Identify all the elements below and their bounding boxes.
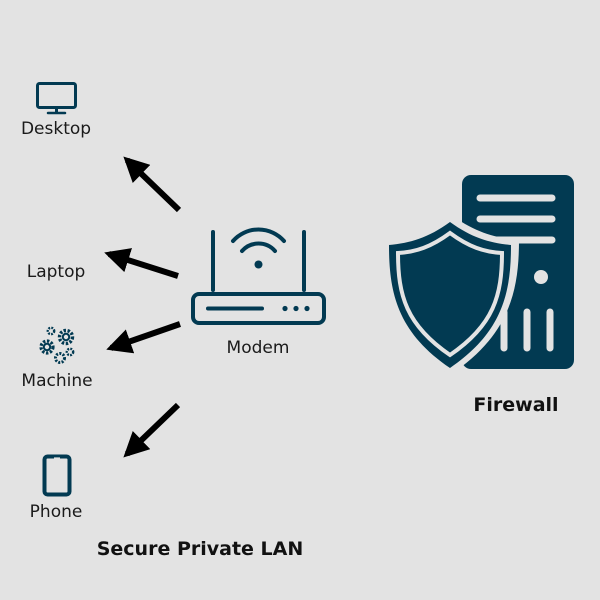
shield-server-icon xyxy=(381,175,574,375)
firewall-label: Firewall xyxy=(473,394,559,416)
arrow-to-laptop xyxy=(104,248,179,279)
wifi-router-icon xyxy=(191,227,326,325)
desktop-monitor-icon xyxy=(36,82,77,115)
device-label-phone: Phone xyxy=(29,502,83,522)
smartphone-icon xyxy=(42,454,72,497)
device-label-desktop: Desktop xyxy=(20,119,92,139)
connection-arrows xyxy=(104,156,182,458)
arrow-to-machine xyxy=(106,321,181,354)
arrow-to-desktop xyxy=(123,156,182,213)
device-label-laptop: Laptop xyxy=(26,262,86,282)
arrow-to-phone xyxy=(123,402,181,458)
device-label-machine: Machine xyxy=(21,371,93,391)
modem-label: Modem xyxy=(226,338,290,358)
lan-title: Secure Private LAN xyxy=(96,538,304,560)
gears-icon xyxy=(39,326,75,364)
